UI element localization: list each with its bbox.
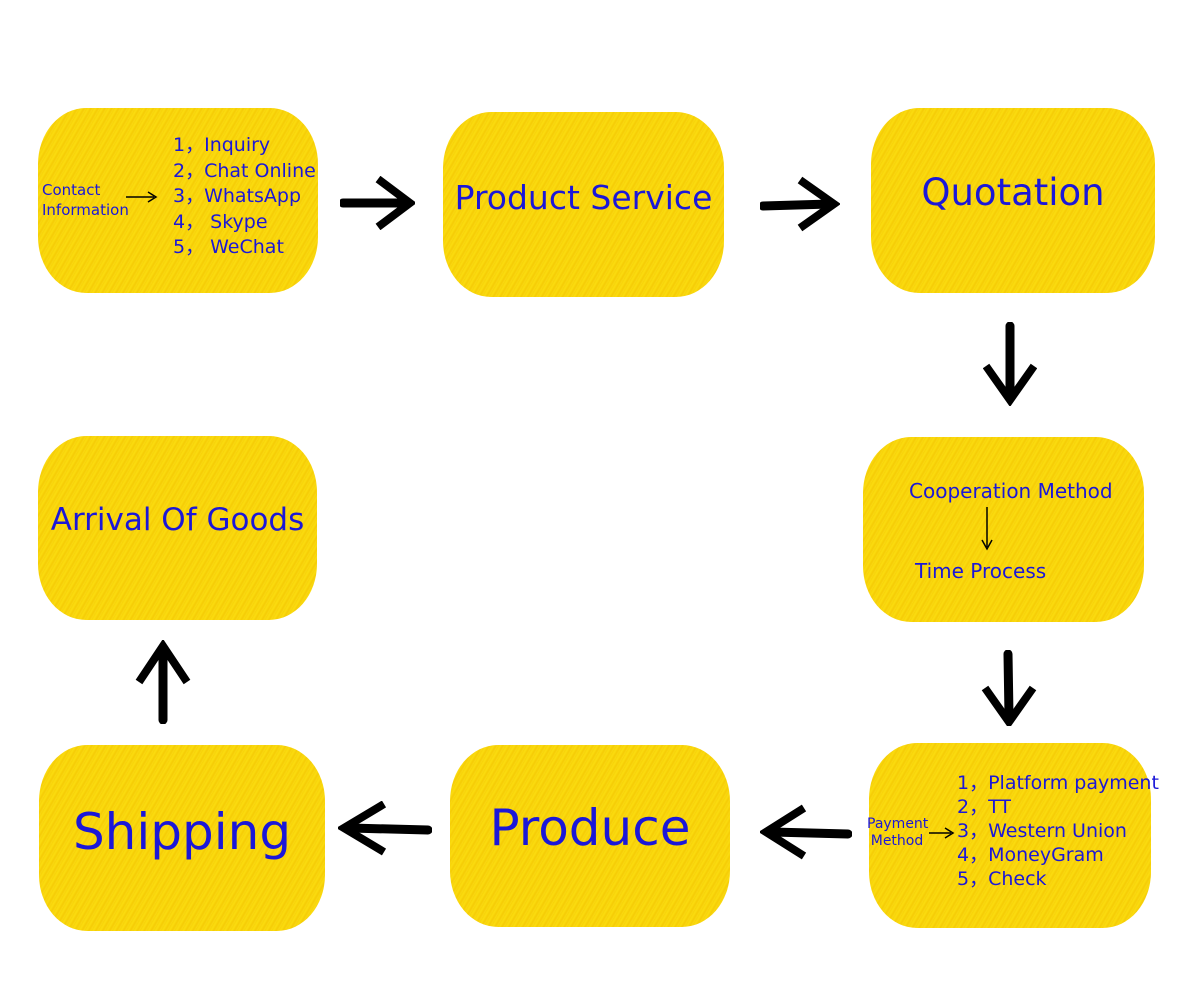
step-title: Product Service xyxy=(454,178,713,217)
payment-label-line1: Payment xyxy=(867,816,929,832)
contact-label-line2: Information xyxy=(42,201,129,219)
arrow-up-icon xyxy=(135,640,191,724)
list-item: 4，MoneyGram xyxy=(957,844,1104,866)
arrow-left-icon xyxy=(760,804,852,860)
step-contact-information: Contact Information 1，Inquiry 2，Chat Onl… xyxy=(38,108,318,293)
step-shipping: Shipping xyxy=(39,745,325,931)
step-title: Produce xyxy=(489,799,691,857)
arrow-right-icon xyxy=(340,176,415,230)
list-item: 1，Platform payment xyxy=(957,772,1159,794)
contact-label: Contact Information xyxy=(42,180,136,220)
arrow-left-icon xyxy=(338,801,432,856)
list-item: 3，WhatsApp xyxy=(173,185,302,207)
step-title: Arrival Of Goods xyxy=(50,502,305,538)
step-cooperation-method: Cooperation Method Time Process xyxy=(863,437,1144,622)
list-item: 2，Chat Online xyxy=(173,159,316,182)
small-arrow-down-icon xyxy=(981,507,993,551)
list-item: 4， Skype xyxy=(173,210,268,233)
step-product-service: Product Service xyxy=(443,112,724,297)
arrow-down-icon xyxy=(983,322,1037,406)
arrow-right-icon xyxy=(760,176,840,232)
list-item: 1，Inquiry xyxy=(173,134,271,156)
step-arrival-of-goods: Arrival Of Goods xyxy=(38,436,317,620)
small-arrow-right-icon xyxy=(126,191,158,203)
step-produce: Produce xyxy=(450,745,730,927)
small-arrow-right-icon xyxy=(929,827,955,839)
list-item: 3，Western Union xyxy=(957,820,1127,842)
contact-label-line1: Contact xyxy=(42,181,101,199)
list-item: 2，TT xyxy=(957,796,1011,818)
step-title: Quotation xyxy=(921,171,1105,214)
payment-methods-list: 1，Platform payment 2，TT 3，Western Union … xyxy=(957,771,1159,891)
list-item: 5，Check xyxy=(957,868,1047,890)
step-title: Shipping xyxy=(72,803,292,861)
step-quotation: Quotation xyxy=(871,108,1155,293)
time-process-label: Time Process xyxy=(915,559,1047,583)
contact-methods-list: 1，Inquiry 2，Chat Online 3，WhatsApp 4， Sk… xyxy=(173,133,316,261)
payment-label: Payment Method xyxy=(867,816,929,850)
payment-label-line2: Method xyxy=(870,833,924,849)
list-item: 5， WeChat xyxy=(173,236,284,258)
step-payment-method: Payment Method 1，Platform payment 2，TT 3… xyxy=(867,743,1159,928)
arrow-down-icon xyxy=(981,650,1037,726)
cooperation-method-label: Cooperation Method xyxy=(909,479,1113,503)
